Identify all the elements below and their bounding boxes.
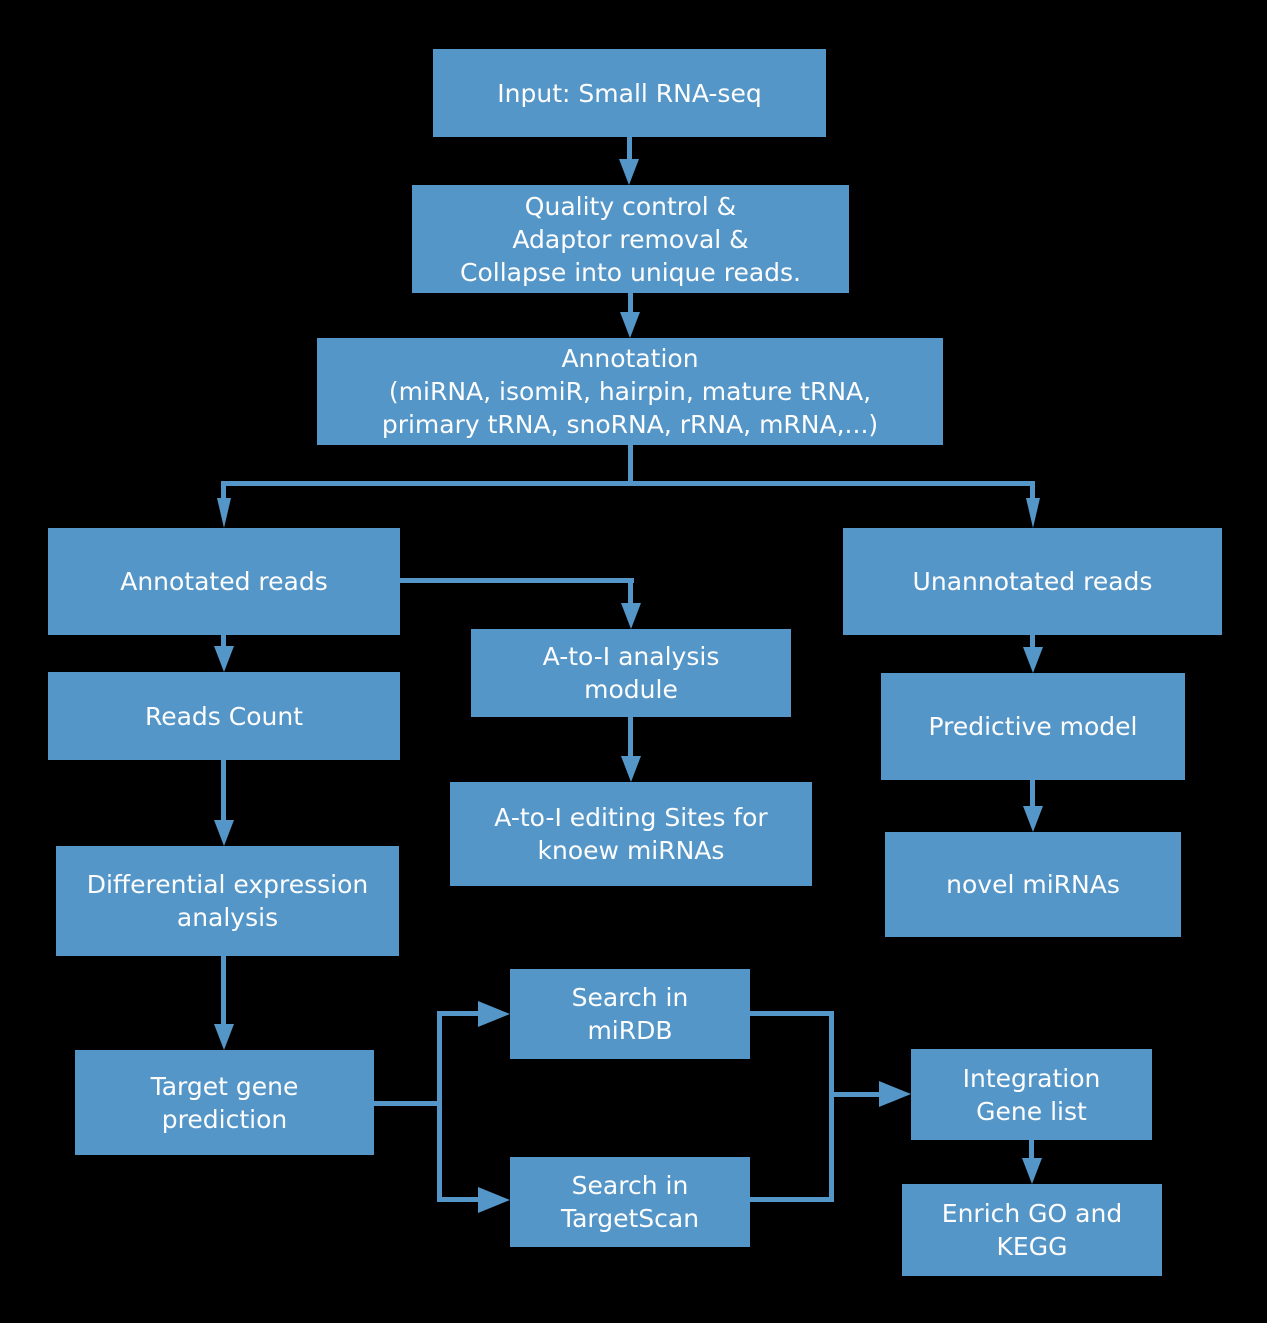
node-unannotated-reads: Unannotated reads: [843, 528, 1222, 635]
edge-collector-to-mirdb-hline: [437, 1011, 478, 1016]
arrowhead-integration-to-enrich: [1022, 1158, 1042, 1184]
edge-mirdb-to-collector-hline: [750, 1011, 832, 1016]
arrowhead-readscount-to-diff: [214, 820, 234, 846]
edge-targetscan-to-collector-hline: [750, 1197, 832, 1202]
node-input: Input: Small RNA-seq: [433, 49, 826, 137]
node-annotated-reads: Annotated reads: [48, 528, 400, 635]
edge-predictive-to-novel-stem: [1030, 780, 1035, 807]
edge-readscount-to-diff-stem: [221, 760, 226, 821]
edge-branch-to-unannotated-stem: [1030, 481, 1035, 499]
node-a-to-i-module: A-to-I analysis module: [471, 629, 791, 717]
edge-left-collector-vline: [437, 1011, 442, 1202]
edge-annotation-branch-stem: [628, 445, 633, 483]
arrowhead-branch-to-annotated: [217, 498, 231, 528]
arrowhead-to-targetscan: [478, 1187, 510, 1213]
arrowhead-input-to-quality: [619, 159, 639, 185]
edge-branch-to-annotated-stem: [221, 481, 226, 499]
node-search-targetscan: Search in TargetScan: [510, 1157, 750, 1247]
edge-collector-to-targetscan-hline: [437, 1197, 478, 1202]
edge-annotated-to-atoi-stem: [628, 578, 633, 604]
edge-annotated-to-atoi-hline: [400, 578, 634, 583]
edge-input-to-quality-stem: [627, 137, 632, 160]
node-target-gene-prediction: Target gene prediction: [75, 1050, 374, 1155]
edge-diff-to-target-stem: [221, 956, 226, 1025]
arrowhead-annotated-to-readscount: [214, 646, 234, 672]
edge-quality-to-annotation-stem: [628, 293, 633, 313]
arrowhead-unannotated-to-predictive: [1023, 647, 1043, 673]
edge-annotation-branch-bar: [221, 481, 1033, 486]
node-novel-mirnas: novel miRNAs: [885, 832, 1181, 937]
node-enrich-go-kegg: Enrich GO and KEGG: [902, 1184, 1162, 1276]
node-reads-count: Reads Count: [48, 672, 400, 760]
arrowhead-to-mirdb: [478, 1001, 510, 1027]
node-annotation: Annotation (miRNA, isomiR, hairpin, matu…: [317, 338, 943, 445]
arrowhead-quality-to-annotation: [620, 312, 640, 338]
node-differential-expression: Differential expression analysis: [56, 846, 399, 956]
node-a-to-i-sites: A-to-I editing Sites for knoew miRNAs: [450, 782, 812, 886]
edge-unannotated-to-predictive-stem: [1030, 635, 1035, 648]
arrowhead-predictive-to-novel: [1023, 806, 1043, 832]
node-integration-gene-list: Integration Gene list: [911, 1049, 1152, 1140]
edge-annotated-to-readscount-stem: [221, 635, 226, 647]
node-predictive-model: Predictive model: [881, 673, 1185, 780]
arrowhead-to-integration: [879, 1081, 911, 1107]
node-quality-control: Quality control & Adaptor removal & Coll…: [412, 185, 849, 293]
node-search-mirdb: Search in miRDB: [510, 969, 750, 1059]
edge-right-collector-vline: [829, 1011, 834, 1202]
arrowhead-atoi-module-to-sites: [621, 756, 641, 782]
edge-target-to-collector-hline: [374, 1101, 442, 1106]
arrowhead-diff-to-target: [214, 1024, 234, 1050]
arrowhead-annotated-to-atoi: [621, 603, 641, 629]
edge-collector-to-integration-hline: [829, 1092, 879, 1097]
edge-atoi-module-to-sites-stem: [628, 717, 633, 757]
arrowhead-branch-to-unannotated: [1026, 498, 1040, 528]
edge-integration-to-enrich-stem: [1029, 1140, 1034, 1159]
